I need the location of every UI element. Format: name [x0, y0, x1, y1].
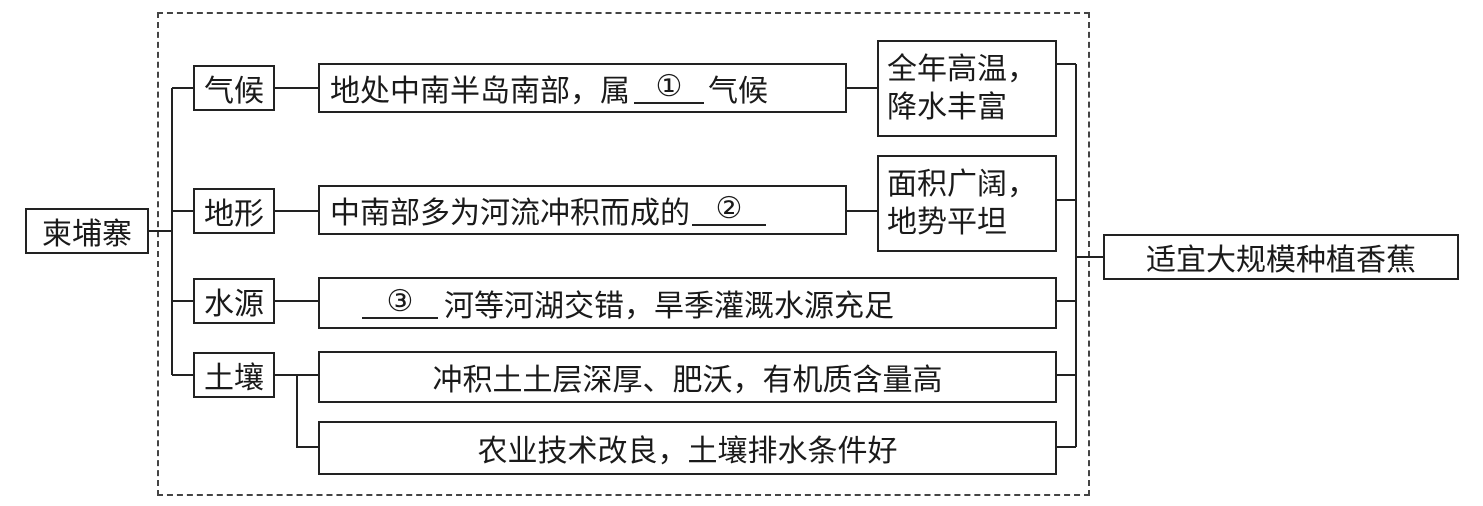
factor-climate-label: 气候 [204, 74, 264, 109]
effect-landform: 面积广阔， 地势平坦 [877, 155, 1057, 252]
factor-soil-label: 土壤 [204, 361, 264, 396]
desc-climate-text-after: 气候 [708, 74, 768, 109]
result-label: 适宜大规模种植香蕉 [1146, 243, 1416, 278]
blank-2-label: ② [715, 191, 743, 226]
desc-soil-2-text: 农业技术改良，土壤排水条件好 [477, 434, 898, 469]
desc-soil-2: 农业技术改良，土壤排水条件好 [318, 421, 1057, 475]
root-label: 柬埔寨 [42, 217, 132, 252]
desc-climate: 地处中南半岛南部，属 ① 气候 [318, 63, 847, 113]
desc-climate-text-before: 地处中南半岛南部，属 [330, 74, 630, 109]
result-node: 适宜大规模种植香蕉 [1103, 234, 1459, 280]
blank-3: ③ [362, 287, 438, 319]
factor-landform-label: 地形 [204, 197, 264, 232]
effect-climate: 全年高温， 降水丰富 [877, 40, 1057, 137]
desc-water-text: 河等河湖交错，旱季灌溉水源充足 [444, 289, 894, 324]
root-node: 柬埔寨 [25, 208, 149, 254]
factor-water-label: 水源 [204, 287, 264, 322]
desc-soil-1: 冲积土土层深厚、肥沃，有机质含量高 [318, 351, 1057, 403]
blank-2: ② [692, 194, 766, 226]
effect-climate-line1: 全年高温， [887, 51, 1037, 87]
blank-1: ① [634, 72, 704, 104]
desc-water: ③ 河等河湖交错，旱季灌溉水源充足 [318, 277, 1057, 329]
desc-landform: 中南部多为河流冲积而成的 ② [318, 185, 847, 235]
dashed-group-frame [157, 12, 1090, 496]
effect-landform-line1: 面积广阔， [887, 166, 1037, 202]
desc-landform-text-before: 中南部多为河流冲积而成的 [330, 196, 690, 231]
blank-1-label: ① [655, 69, 683, 104]
connector-soil-desc2 [296, 375, 318, 448]
factor-soil: 土壤 [193, 352, 275, 398]
effect-climate-line2: 降水丰富 [887, 89, 1007, 125]
factor-water: 水源 [193, 278, 275, 324]
desc-soil-1-text: 冲积土土层深厚、肥沃，有机质含量高 [432, 363, 943, 398]
effect-landform-line2: 地势平坦 [887, 204, 1007, 240]
factor-climate: 气候 [193, 65, 275, 111]
blank-3-label: ③ [386, 284, 414, 319]
factor-landform: 地形 [193, 188, 275, 234]
